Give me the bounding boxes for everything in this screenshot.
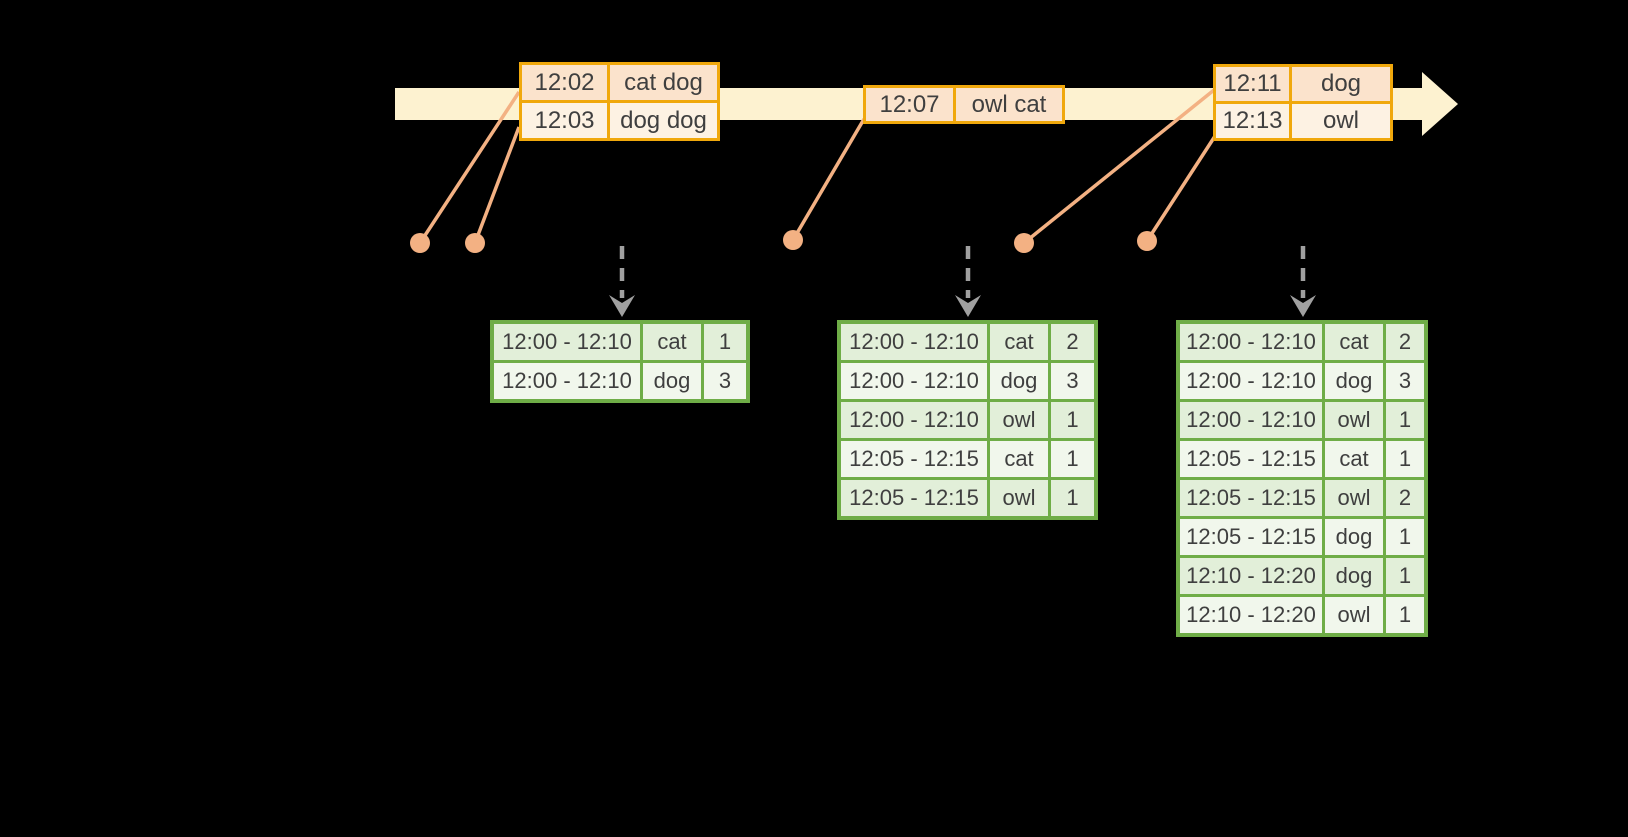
table-cell: 1: [704, 324, 746, 360]
event-marker-dot: [1137, 231, 1157, 251]
event-connector-line: [1022, 88, 1216, 245]
table-cell: owl: [990, 402, 1048, 438]
table-cell: owl: [990, 480, 1048, 516]
table-cell: 12:13: [1216, 104, 1289, 138]
timeline-arrowhead-icon: [1422, 72, 1458, 136]
table-cell: 3: [1051, 363, 1094, 399]
table-cell: 12:00 - 12:10: [1180, 363, 1322, 399]
table-cell: cat: [990, 441, 1048, 477]
table-cell: 1: [1386, 597, 1424, 633]
table-cell: 12:05 - 12:15: [1180, 480, 1322, 516]
table-cell: 12:00 - 12:10: [841, 324, 987, 360]
table-cell: 1: [1051, 441, 1094, 477]
table-cell: cat: [643, 324, 701, 360]
table-cell: dog: [990, 363, 1048, 399]
table-cell: 1: [1386, 558, 1424, 594]
table-cell: 1: [1386, 402, 1424, 438]
table-cell: dog: [1325, 519, 1383, 555]
table-cell: 1: [1386, 519, 1424, 555]
table-cell: dog: [1292, 67, 1390, 101]
table-cell: owl: [1325, 597, 1383, 633]
table-cell: 12:10 - 12:20: [1180, 597, 1322, 633]
table-cell: 3: [704, 363, 746, 399]
table-cell: 2: [1051, 324, 1094, 360]
table-cell: 12:00 - 12:10: [494, 324, 640, 360]
table-cell: 12:00 - 12:10: [1180, 324, 1322, 360]
table-cell: owl: [1325, 480, 1383, 516]
event-connector-line: [791, 118, 866, 241]
trigger-arrowhead-icon: [955, 295, 981, 317]
event-connector-line: [418, 91, 521, 244]
table-cell: 12:05 - 12:15: [841, 480, 987, 516]
table-cell: 1: [1386, 441, 1424, 477]
table-cell: 1: [1051, 402, 1094, 438]
table-cell: dog dog: [610, 103, 717, 138]
table-cell: 2: [1386, 324, 1424, 360]
table-cell: 2: [1386, 480, 1424, 516]
table-cell: 12:10 - 12:20: [1180, 558, 1322, 594]
table-cell: cat: [990, 324, 1048, 360]
event-connector-line: [1145, 132, 1219, 242]
table-cell: dog: [1325, 558, 1383, 594]
table-cell: 12:05 - 12:15: [841, 441, 987, 477]
table-cell: cat: [1325, 441, 1383, 477]
trigger-arrowhead-icon: [609, 295, 635, 317]
table-cell: 12:00 - 12:10: [841, 363, 987, 399]
table-cell: 12:05 - 12:15: [1180, 441, 1322, 477]
table-cell: 12:07: [866, 88, 953, 121]
event-marker-dot: [783, 230, 803, 250]
event-connector-line: [473, 126, 521, 244]
event-marker-dot: [1014, 233, 1034, 253]
table-cell: 12:03: [522, 103, 607, 138]
table-cell: 12:11: [1216, 67, 1289, 101]
event-marker-dot: [465, 233, 485, 253]
trigger-arrowhead-icon: [1290, 295, 1316, 317]
table-cell: 12:00 - 12:10: [494, 363, 640, 399]
table-cell: 1: [1051, 480, 1094, 516]
table-cell: 12:05 - 12:15: [1180, 519, 1322, 555]
table-cell: cat: [1325, 324, 1383, 360]
table-cell: dog: [643, 363, 701, 399]
table-cell: 12:00 - 12:10: [1180, 402, 1322, 438]
event-marker-dot: [410, 233, 430, 253]
table-cell: dog: [1325, 363, 1383, 399]
table-cell: owl: [1325, 402, 1383, 438]
table-cell: owl cat: [956, 88, 1062, 121]
table-cell: cat dog: [610, 65, 717, 100]
table-cell: 3: [1386, 363, 1424, 399]
table-cell: owl: [1292, 104, 1390, 138]
table-cell: 12:02: [522, 65, 607, 100]
table-cell: 12:00 - 12:10: [841, 402, 987, 438]
